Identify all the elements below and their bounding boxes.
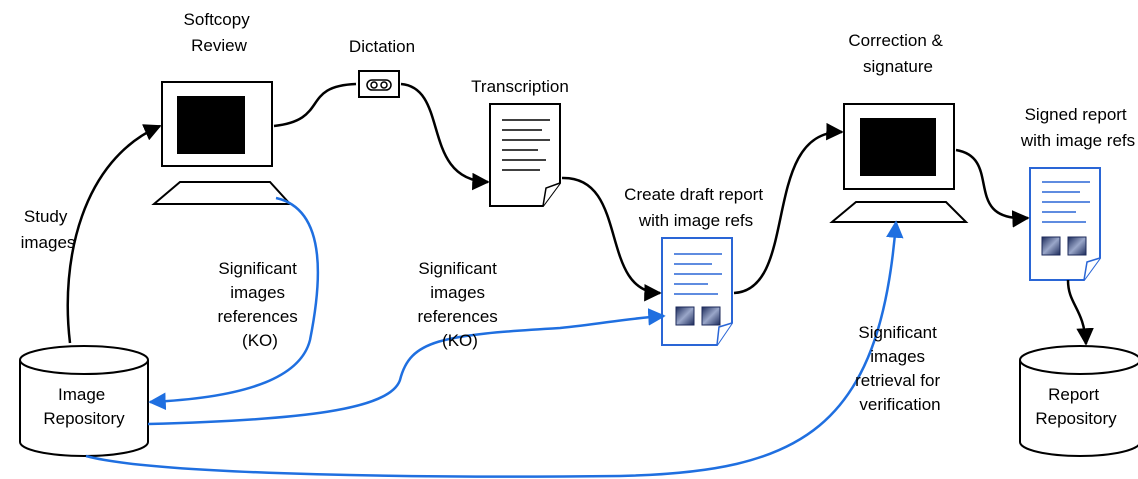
- dictation-label: Dictation: [349, 37, 415, 56]
- report-repository-label: Report Repository: [1035, 385, 1117, 428]
- arrow-transcription-to-draft: [561, 176, 662, 302]
- arrow-correction-to-signed: [955, 148, 1030, 228]
- significant-refs-left-label: Significant images references (KO): [217, 259, 302, 350]
- significant-refs-mid-label: Significant images references (KO): [417, 259, 502, 350]
- softcopy-review-label: Softcopy Review: [184, 10, 255, 55]
- arrow-review-to-dictation: [273, 82, 357, 128]
- black-flow-arrows: [66, 82, 1094, 346]
- arrow-repository-refs-to-draft: [147, 308, 666, 426]
- correction-workstation-icon: [829, 103, 969, 223]
- correction-signature-label: Correction & signature: [848, 31, 947, 76]
- arrow-repository-retrieval-to-correction: [85, 220, 904, 478]
- transcription-document-icon: [489, 103, 561, 207]
- significant-retrieval-label: Significant images retrieval for verific…: [855, 323, 945, 414]
- report-repository-cylinder-icon: [1019, 345, 1138, 457]
- signed-report-document-icon: [1029, 167, 1101, 281]
- softcopy-workstation-icon: [151, 81, 293, 205]
- study-images-label: Study images: [21, 207, 76, 252]
- blue-flow-arrows: [85, 196, 904, 478]
- arrow-repository-to-review: [66, 124, 162, 344]
- arrow-draft-to-correction: [733, 122, 844, 295]
- cassette-tape-icon: [358, 70, 400, 98]
- transcription-label: Transcription: [471, 77, 569, 96]
- create-draft-label: Create draft report with image refs: [624, 185, 768, 230]
- draft-report-document-icon: [661, 237, 733, 346]
- arrow-review-refs-to-repository: [148, 196, 320, 411]
- image-repository-cylinder-icon: [19, 345, 149, 457]
- arrow-signed-to-report-repository: [1066, 279, 1094, 346]
- image-repository-label: Image Repository: [43, 385, 125, 428]
- signed-report-label: Signed report with image refs: [1020, 105, 1135, 150]
- arrow-dictation-to-transcription: [400, 82, 490, 191]
